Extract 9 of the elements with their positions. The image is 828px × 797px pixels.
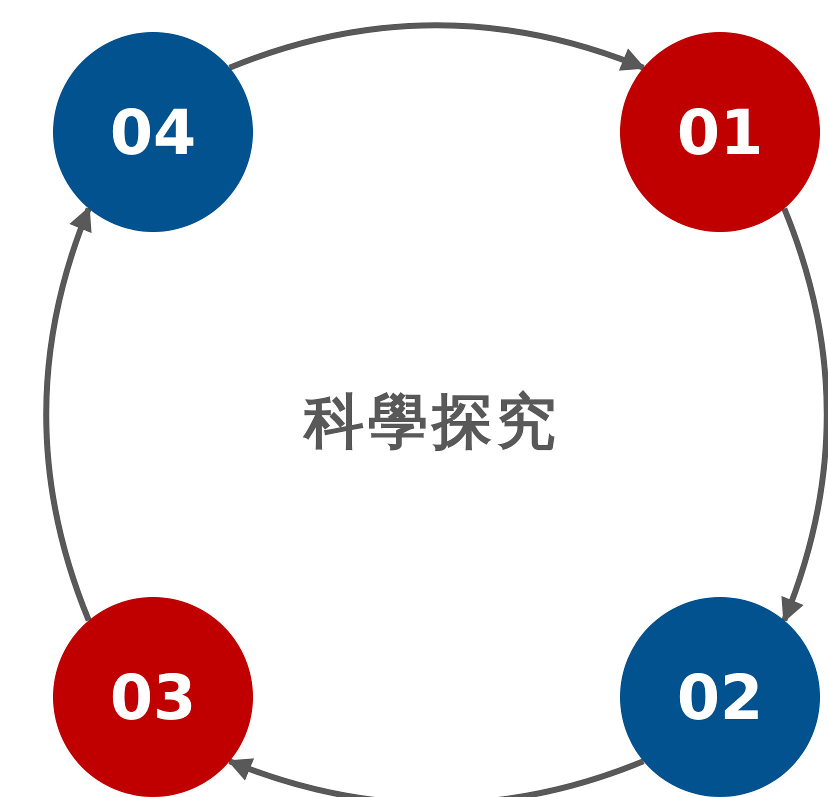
arrow bbox=[780, 208, 828, 623]
center-title: 科學探究 bbox=[304, 386, 560, 458]
number-circle: 03 bbox=[53, 597, 253, 797]
number-circle: 02 bbox=[620, 597, 820, 797]
arrow bbox=[227, 758, 644, 797]
arrow bbox=[228, 22, 646, 72]
number-circle: 01 bbox=[620, 32, 820, 232]
arrow bbox=[43, 206, 92, 622]
number-circle: 04 bbox=[53, 32, 253, 232]
